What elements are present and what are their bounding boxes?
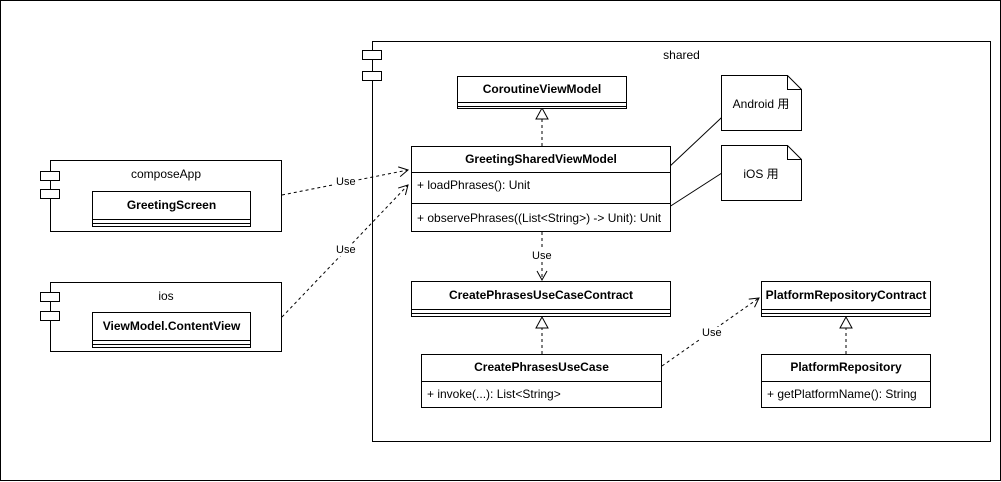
edge-label-viewmodel-uses: Use	[531, 250, 553, 262]
compose-app-label: composeApp	[130, 167, 202, 181]
platform-repository-contract-compartment	[762, 313, 930, 314]
coroutine-view-model-class-name: CoroutineViewModel	[458, 77, 626, 103]
create-phrases-use-case-contract-class-name: CreatePhrasesUseCaseContract	[412, 282, 670, 310]
ios-component-tab-top	[40, 292, 60, 302]
create-phrases-use-case-contract-compartment	[412, 313, 670, 314]
note-ios-text: iOS 用	[743, 167, 779, 181]
shared-component-tab-top	[362, 50, 382, 60]
edge-label-usecase-uses: Use	[701, 327, 723, 339]
ios-component-tab-bottom	[40, 311, 60, 321]
create-phrases-use-case-class: CreatePhrasesUseCase + invoke(...): List…	[421, 354, 662, 408]
dependency-line-usecase-repository	[661, 297, 760, 367]
create-phrases-use-case-class-name: CreatePhrasesUseCase	[422, 355, 661, 382]
shared-component: shared	[372, 41, 991, 442]
greeting-shared-view-model-class-name: GreetingSharedViewModel	[412, 147, 670, 173]
compose-app-tab-bottom	[40, 189, 60, 199]
content-view-class: ViewModel.ContentView	[92, 312, 251, 348]
create-phrases-use-case-contract-class: CreatePhrasesUseCaseContract	[411, 281, 671, 317]
platform-repository-class: PlatformRepository + getPlatformName(): …	[761, 354, 931, 408]
greeting-shared-view-model-divider	[412, 203, 670, 204]
get-platform-name-method: + getPlatformName(): String	[767, 387, 917, 401]
greeting-shared-view-model-class: GreetingSharedViewModel + loadPhrases():…	[411, 146, 671, 232]
greeting-screen-compartment	[93, 223, 250, 224]
load-phrases-method: + loadPhrases(): Unit	[417, 178, 531, 192]
ios-component-label: ios	[158, 289, 174, 303]
coroutine-view-model-class: CoroutineViewModel	[457, 76, 627, 109]
realization-head-repository	[839, 315, 853, 329]
platform-repository-contract-class: PlatformRepositoryContract	[761, 281, 931, 317]
realization-head-usecase	[535, 315, 549, 329]
content-view-compartment	[93, 344, 250, 345]
note-anchor-ios	[665, 170, 726, 210]
content-view-class-name: ViewModel.ContentView	[93, 313, 250, 341]
note-ios-shape	[721, 145, 802, 201]
shared-component-tab-bottom	[362, 71, 382, 81]
greeting-screen-class: GreetingScreen	[92, 191, 251, 227]
shared-component-label: shared	[663, 48, 700, 62]
compose-app-tab-top	[40, 171, 60, 181]
note-android-text: Android 用	[732, 97, 790, 111]
edge-label-ios-uses: Use	[335, 244, 357, 256]
platform-repository-contract-class-name: PlatformRepositoryContract	[762, 282, 930, 310]
observe-phrases-method: + observePhrases((List<String>) -> Unit)…	[417, 211, 662, 225]
note-android-shape	[721, 75, 802, 131]
realization-head-viewmodel	[535, 106, 549, 120]
greeting-screen-class-name: GreetingScreen	[93, 192, 250, 220]
platform-repository-class-name: PlatformRepository	[762, 355, 930, 382]
edge-label-compose-uses: Use	[335, 176, 357, 188]
coroutine-view-model-compartment	[458, 106, 626, 107]
invoke-method: + invoke(...): List<String>	[427, 387, 561, 401]
